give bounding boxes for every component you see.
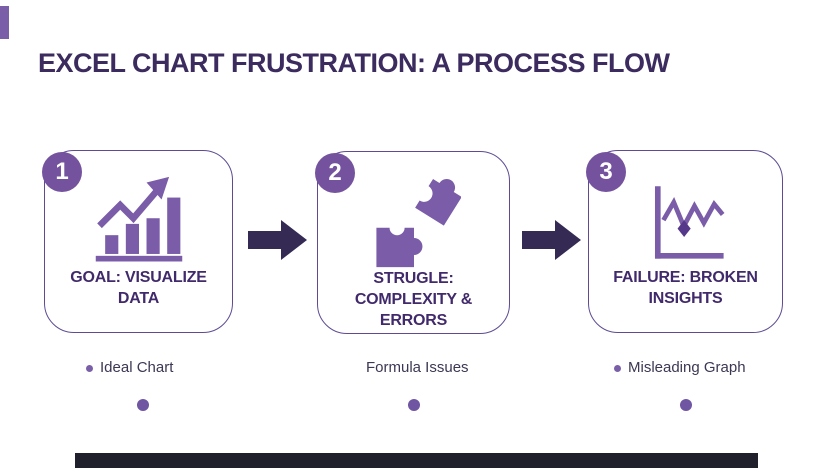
step-icon-wrap — [589, 175, 782, 269]
broken-line-chart-icon — [654, 186, 724, 259]
caption-text: Misleading Graph — [628, 359, 746, 376]
step-label: STRUGLE: COMPLEXITY & ERRORS — [354, 270, 473, 329]
step-caption: Ideal Chart — [86, 359, 173, 377]
flow-arrow-icon — [248, 220, 307, 260]
step-box-2: 2 STRUGLE: COMPLEXITY & ERRORS — [315, 151, 510, 334]
rising-bar-chart-icon — [95, 176, 182, 262]
step-caption: Misleading Graph — [614, 359, 746, 377]
puzzle-pieces-icon — [375, 179, 461, 268]
nav-dot — [680, 399, 692, 411]
step-box-3: 3 FAILURE: BROKEN INSIGHTS — [586, 150, 783, 333]
step-number-badge: 3 — [586, 152, 626, 192]
caption-text: Ideal Chart — [100, 359, 174, 376]
flow-arrow-icon — [522, 220, 581, 260]
footer-bar — [75, 453, 758, 468]
caption-text: Formula Issues — [366, 359, 469, 376]
step-number-badge: 2 — [315, 153, 355, 193]
step-label: GOAL: VISUALIZE DATA — [70, 269, 207, 307]
nav-dot — [137, 399, 149, 411]
slide-title: EXCEL CHART FRUSTRATION: A PROCESS FLOW — [38, 48, 670, 78]
caption-bullet-icon — [614, 364, 621, 372]
nav-dot — [408, 399, 420, 411]
step-icon-wrap — [45, 175, 232, 269]
slide-accent-bar — [0, 6, 9, 39]
step-number-badge: 1 — [42, 152, 82, 192]
step-label: FAILURE: BROKEN INSIGHTS — [613, 269, 758, 307]
step-icon-wrap — [318, 176, 509, 270]
step-box-1: 1 GOAL: VISUALIZE DATA — [42, 150, 233, 333]
caption-bullet-icon — [86, 364, 93, 372]
step-caption: Formula Issues — [366, 359, 469, 377]
